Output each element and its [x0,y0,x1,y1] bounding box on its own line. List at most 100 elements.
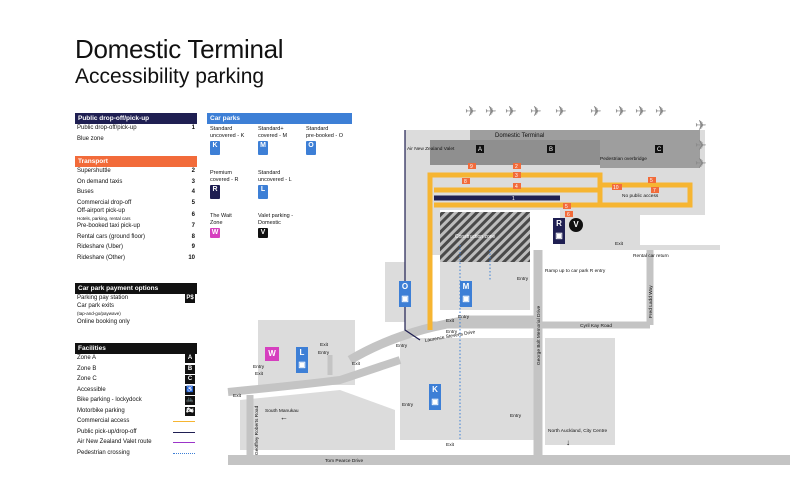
north-auckland-label: North Auckland, City Centre [548,428,608,434]
entry-label: Entry [396,343,408,349]
plane-icon: ✈ [555,103,567,119]
plane-icon: ✈ [615,103,627,119]
entry-label: Entry [318,350,330,356]
legend-row: Blue zone [75,135,197,146]
exit-label: Exit [320,342,329,348]
transport-tag-6 [565,211,573,217]
zone-b-badge [547,145,555,153]
entry-label: Entry [402,402,414,408]
legend-header-public-dropoff: Public drop-off/pick-up [75,113,197,124]
arrow-left-icon: ← [280,413,288,422]
car-park-line2: covered - M [258,132,288,139]
legend-row-label: Zone B [77,366,96,373]
map-parking-l: L▣ [296,347,308,373]
road-south-manukau [227,356,402,396]
exit-label: Exit [255,371,264,377]
legend-row-sub: Hotels, parking, rental cars [77,215,131,221]
transport-tag-7 [651,187,659,193]
legend-payment: Car park payment options Parking pay sta… [75,283,197,328]
legend-badge: C [185,375,195,385]
legend-row-text: On demand taxis [77,178,123,185]
legend-badge: ♿ [185,385,195,395]
legend-row-text: Public drop-off/pick-up [77,125,137,132]
entry-label: Entry [510,413,522,419]
exit-label: Exit [446,442,455,448]
legend-row-label: Parking pay station [77,295,128,302]
plane-icon: ✈ [485,103,497,119]
map-parking-r: R▣ [553,218,565,244]
legend-row: Rideshare (Other)10 [75,254,197,265]
plane-icon: ✈ [655,103,667,119]
legend-row-num: 9 [191,244,195,251]
entry-label: Entry [253,364,265,370]
car-park-badge: V [258,228,268,238]
legend-row-label: Online booking only [77,319,130,326]
legend-row-text: Pedestrian crossing [77,449,130,456]
transport-tag-5 [563,203,571,209]
car-park-line2: uncovered - L [258,176,292,183]
plane-icon: ✈ [505,103,517,119]
map-parking-v: V [569,218,583,232]
car-park-line1: Standard [306,126,329,132]
legend-row-text: Car park exits [77,303,115,309]
legend-row-text: Zone B [77,365,97,372]
plane-icon: ✈ [530,103,542,119]
legend-row-label: Accessible [77,387,106,394]
exit-label: Exit [615,241,624,247]
fred-ladd-label: Fred Ladd Way [648,285,654,318]
legend-row-text: Rental cars (ground floor) [77,233,146,240]
legend-row: Motorbike parking 🏍 [75,406,197,418]
legend-line-key [173,421,195,423]
rental-car-return-label: Rental car return [633,253,669,259]
legend-row-num: 10 [188,254,195,261]
george-bolt-label: George Bolt Memorial Drive [536,305,542,365]
entry-label: Entry [446,329,458,335]
legend-row: Public pick-up/drop-off [75,428,197,439]
block-lower-left [240,390,395,450]
car-park-line2: Domestic [258,219,281,226]
legend-row: Accessible ♿ [75,385,197,397]
legend-row-label: Public drop-off/pick-up [77,125,137,132]
transport-tag-label: 2 [515,164,518,170]
car-park-line2: Zone [210,219,223,226]
legend-row-label: Zone C [77,376,97,383]
legend-row-label: Zone A [77,355,96,362]
zone-a-badge [476,145,484,153]
commercial-route-right [600,182,693,208]
legend-badge: A [185,354,195,364]
transport-tag-label: 5 [650,178,653,184]
legend-row-text: Supershuttle [77,168,111,175]
map-parking-o: O▣ [399,281,411,307]
transport-tag-4 [513,183,521,189]
car-park-line2: uncovered - K [210,132,245,139]
legend-row: Zone A A [75,354,197,365]
transport-tag-10 [612,184,622,190]
zone-b-label: B [549,147,553,153]
legend-header-payment: Car park payment options [75,283,197,294]
transport-tags: 9 8 2 3 4 5 6 7 10 5 [462,163,659,218]
legend-row-label: Rental cars (ground floor) [77,234,145,241]
legend-row-label: On demand taxis [77,179,122,186]
legend-line-key [173,431,195,433]
legend-row-text: Pre-booked taxi pick-up [77,223,141,230]
zone-c-label: C [657,147,662,153]
terminal-block-a [430,140,620,165]
commercial-route [427,172,693,330]
zone-c-badge [655,145,663,153]
legend-line-key [173,452,195,454]
legend-row-label: Motorbike parking [77,408,125,415]
legend-badge: 🏍 [185,406,195,416]
legend-header-transport: Transport [75,156,197,167]
construction-zone-label: Construction zone [455,234,496,240]
